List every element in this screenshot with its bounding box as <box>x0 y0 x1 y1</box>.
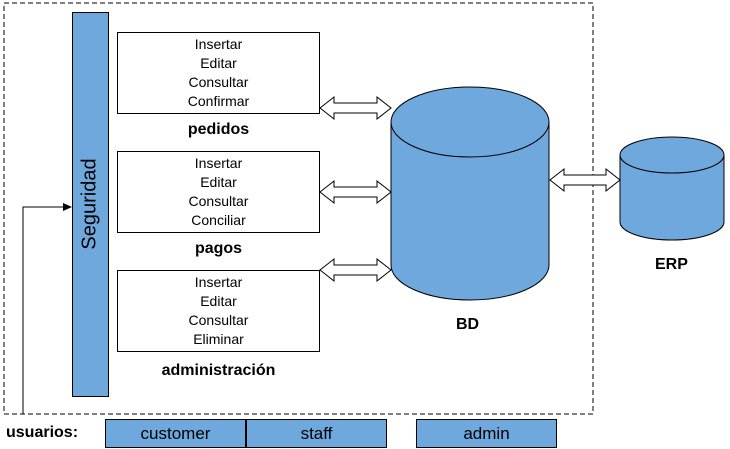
database-label: BD <box>456 316 480 333</box>
system-boundary <box>3 2 594 415</box>
module-action: Insertar <box>194 155 243 171</box>
module-title-administracion: administración <box>161 362 276 379</box>
user-role-staff: staff <box>246 419 387 448</box>
erp-cylinder <box>619 136 725 241</box>
module-action: Consultar <box>188 193 249 209</box>
module-box-administracion: Insertar Editar Consultar Eliminar <box>117 270 320 352</box>
module-action: Confirmar <box>187 93 250 109</box>
module-box-pedidos: Insertar Editar Consultar Confirmar <box>117 32 320 114</box>
user-role-admin: admin <box>416 419 557 448</box>
user-role-customer: customer <box>105 419 246 448</box>
module-action: Eliminar <box>193 331 244 347</box>
arrow-pedidos-bd <box>319 95 392 121</box>
module-action: Insertar <box>194 36 243 52</box>
module-action: Conciliar <box>191 212 246 228</box>
security-label: Seguridad <box>78 158 101 250</box>
module-action: Editar <box>200 174 237 190</box>
module-action: Editar <box>200 293 237 309</box>
module-box-pagos: Insertar Editar Consultar Conciliar <box>117 151 320 233</box>
users-label: usuarios: <box>6 424 79 441</box>
users-connector <box>22 206 64 414</box>
erp-label: ERP <box>655 256 688 273</box>
users-connector-arrowhead <box>63 203 72 211</box>
module-action: Consultar <box>188 74 249 90</box>
module-action: Consultar <box>188 312 249 328</box>
module-action: Editar <box>200 55 237 71</box>
database-cylinder <box>390 86 550 301</box>
module-action: Insertar <box>194 274 243 290</box>
module-title-pedidos: pedidos <box>187 121 250 138</box>
security-bar <box>72 12 109 397</box>
module-title-pagos: pagos <box>194 240 243 257</box>
arrow-administracion-bd <box>319 257 392 283</box>
